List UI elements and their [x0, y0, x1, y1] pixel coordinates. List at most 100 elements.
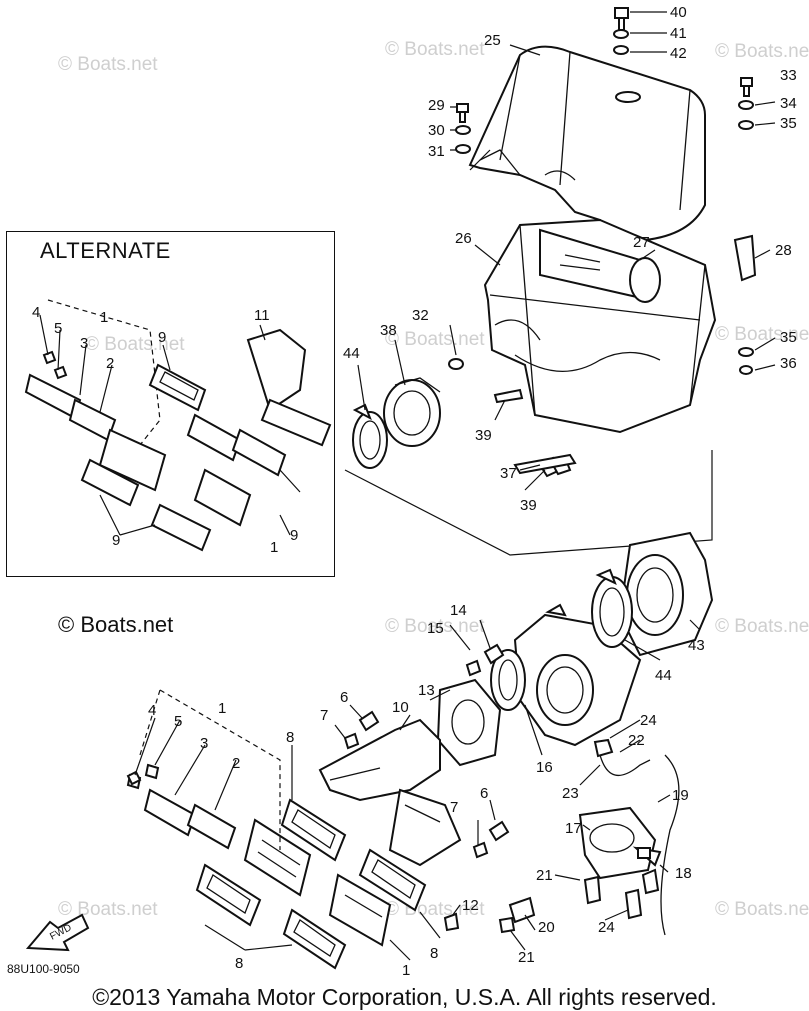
callout-alt-9: 9: [158, 329, 166, 346]
joint-13: [436, 678, 502, 767]
fuel-hoses: [443, 738, 680, 936]
callout-23: 23: [562, 785, 579, 802]
callout-19: 19: [672, 787, 689, 804]
callout-8b: 8: [430, 945, 438, 962]
intake-joint-43: [618, 531, 714, 657]
silencer-cap-28: [733, 234, 757, 282]
callout-37: 37: [500, 465, 517, 482]
callout-21b: 21: [518, 949, 535, 966]
callout-alt-4: 4: [32, 304, 40, 321]
callout-7b: 7: [450, 799, 458, 816]
callout-43: 43: [688, 637, 705, 654]
callout-labels: 40 41 42 25 33 34 35 29 30 31 26 27 28 3…: [32, 4, 797, 979]
watermark: © Boats.net: [715, 616, 809, 637]
diagram-code: 88U100-9050: [7, 962, 80, 976]
callout-8c: 8: [235, 955, 243, 972]
watermark: © Boats.net: [85, 334, 185, 355]
callout-24: 24: [640, 712, 657, 729]
callout-15: 15: [427, 620, 444, 637]
callout-35b: 35: [780, 329, 797, 346]
clamp-16: [490, 649, 526, 711]
callout-22: 22: [628, 732, 645, 749]
callout-1b: 1: [402, 962, 410, 979]
callout-41: 41: [670, 25, 687, 42]
watermark-dark: © Boats.net: [58, 612, 174, 637]
callout-13: 13: [418, 682, 435, 699]
callout-alt-11: 11: [254, 307, 270, 324]
callout-17: 17: [565, 820, 582, 837]
callout-31: 31: [428, 143, 445, 160]
callout-12: 12: [462, 897, 479, 914]
alternate-label: ALTERNATE: [40, 238, 171, 263]
copyright-footer: ©2013 Yamaha Motor Corporation, U.S.A. A…: [92, 984, 717, 1010]
watermark: © Boats.net: [715, 324, 809, 345]
callout-alt-5: 5: [54, 320, 62, 337]
damper-parts: [493, 388, 577, 478]
watermark: © Boats.net: [385, 616, 485, 637]
alternate-inset-box: [6, 231, 335, 577]
callout-alt-2: 2: [106, 355, 114, 372]
callout-16: 16: [536, 759, 553, 776]
rubber-joint-38: [383, 377, 441, 447]
callout-alt-9c: 9: [112, 532, 120, 549]
callout-33: 33: [780, 67, 797, 84]
intake-manifold-10: [318, 718, 462, 867]
hose-clamp-44b: [591, 568, 633, 648]
callout-6: 6: [340, 689, 348, 706]
callout-5: 5: [174, 713, 182, 730]
reed-petals: [126, 763, 237, 850]
callout-7: 7: [320, 707, 328, 724]
watermark: © Boats.net: [715, 41, 809, 62]
callout-alt-1b: 1: [270, 539, 278, 556]
callout-3: 3: [200, 735, 208, 752]
callout-32: 32: [412, 307, 429, 324]
callout-1: 1: [218, 700, 226, 717]
fwd-arrow-icon: FWD: [25, 913, 90, 952]
callout-4: 4: [148, 702, 156, 719]
watermark: © Boats.net: [58, 899, 158, 920]
callout-39: 39: [475, 427, 492, 444]
callout-27: 27: [633, 234, 650, 251]
callout-28: 28: [775, 242, 792, 259]
callout-30: 30: [428, 122, 445, 139]
callout-20: 20: [538, 919, 555, 936]
watermarks: © Boats.net © Boats.net © Boats.net © Bo…: [58, 39, 809, 920]
leader-lines: [39, 11, 776, 961]
hose-clamp-44: [352, 403, 388, 469]
callout-29: 29: [428, 97, 445, 114]
fuel-pump-17: [578, 806, 662, 895]
callout-6b: 6: [480, 785, 488, 802]
callout-35: 35: [780, 115, 797, 132]
callout-alt-3: 3: [80, 335, 88, 352]
callout-10: 10: [392, 699, 409, 716]
callout-18: 18: [675, 865, 692, 882]
callout-8: 8: [286, 729, 294, 746]
gasket-8: [195, 798, 427, 970]
callout-34: 34: [780, 95, 797, 112]
callout-26: 26: [455, 230, 472, 247]
callout-39b: 39: [520, 497, 537, 514]
alternate-inset-parts: [24, 299, 332, 552]
callout-24b: 24: [598, 919, 615, 936]
silencer-pipe: [539, 228, 661, 303]
callout-40: 40: [670, 4, 687, 21]
fasteners-top: [448, 7, 754, 375]
watermark: © Boats.net: [715, 899, 809, 920]
callout-44b: 44: [655, 667, 672, 684]
bolts-lower: [126, 643, 510, 859]
callout-alt-1: 1: [100, 309, 108, 326]
watermark: © Boats.net: [58, 54, 158, 75]
callout-2: 2: [232, 755, 240, 772]
silencer-cover: [468, 45, 706, 250]
watermark: © Boats.net: [385, 329, 485, 350]
watermark: © Boats.net: [385, 39, 485, 60]
callout-14: 14: [450, 602, 467, 619]
reed-valve-1: [243, 818, 392, 947]
callout-alt-9b: 9: [290, 527, 298, 544]
callout-42: 42: [670, 45, 687, 62]
callout-21: 21: [536, 867, 553, 884]
guide-lines: [344, 149, 713, 556]
callout-36: 36: [780, 355, 797, 372]
